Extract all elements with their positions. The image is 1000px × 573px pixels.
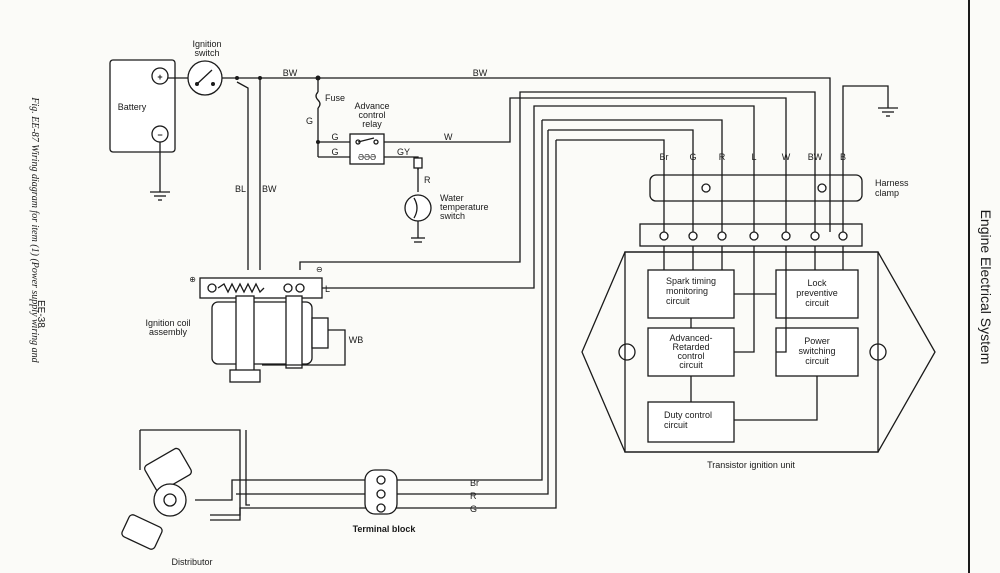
lock-label-1: Lock [807,278,827,288]
ignition-coil-assembly: ⊕ ⊖ L Ignition coil assembly [145,265,330,383]
relay-label-2: control [358,110,385,120]
harness-clamp-label-2: clamp [875,188,899,198]
wire-label-bw-top2: BW [473,68,488,78]
coil-minus-label: ⊖ [316,265,323,274]
wire-label-l-coil: L [325,284,330,294]
wire-label-r-water: R [424,175,431,185]
section-title: Engine Electrical System [978,209,994,364]
relay-coil-icon: ƏƏƏ [358,153,376,162]
coil-plus-label: ⊕ [189,275,196,284]
terminal-label-r: R [719,152,726,162]
unit-terminals [659,231,848,241]
terminal-label-b: B [840,152,846,162]
spark-label-3: circuit [666,296,690,306]
power-label-3: circuit [805,356,829,366]
adv-label-1: Advanced- [669,333,712,343]
duty-label-2: circuit [664,420,688,430]
wire-label-g-relay2: G [331,147,338,157]
adv-label-4: circuit [679,360,703,370]
terminal-label-l: L [751,152,756,162]
harness-clamp-label-1: Harness [875,178,909,188]
wire-label-bl: BL [235,184,246,194]
adv-label-2: Retarded [672,342,709,352]
distributor-label: Distributor [171,557,212,567]
ignition-switch-label-2: switch [194,48,219,58]
relay-label-1: Advance [354,101,389,111]
fuse-icon [315,78,321,157]
spark-label-2: monitoring [666,286,708,296]
distributor: Distributor [121,429,395,567]
wire-label-wb: WB [349,335,364,345]
coil-label-2: assembly [149,327,188,337]
figure-caption-area: Fig. EE-87 Wiring diagram for item (1) (… [20,0,60,573]
wire-label-w: W [444,132,453,142]
transistor-ignition-unit: Spark timing monitoring circuit Lock pre… [581,223,936,470]
water-switch-label-3: switch [440,211,465,221]
battery-ground-icon [150,142,170,201]
coil-label-1: Ignition coil [145,318,190,328]
duty-label-1: Duty control [664,410,712,420]
wire-label-g-relay1: G [331,132,338,142]
section-title-bar: Engine Electrical System [968,0,1000,573]
lock-label-2: preventive [796,288,838,298]
wire-label-gy: GY [397,147,410,157]
relay-label-3: relay [362,119,382,129]
power-label-1: Power [804,336,830,346]
fuse-label: Fuse [325,93,345,103]
power-label-2: switching [798,346,835,356]
wire-label-br-tb: Br [470,478,479,488]
terminal-label-w: W [782,152,791,162]
battery-plus-label: + [157,72,162,82]
water-switch-label-1: Water [440,193,464,203]
spark-label-1: Spark timing [666,276,716,286]
adv-label-3: control [677,351,704,361]
terminal-label-br: Br [660,152,669,162]
battery-minus-label: − [157,130,162,140]
lock-label-3: circuit [805,298,829,308]
ignition-switch-label-1: Ignition [192,39,221,49]
terminal-block-label: Terminal block [353,524,417,534]
terminal-label-g: G [689,152,696,162]
wire-label-g-fuse: G [306,116,313,126]
terminal-label-bw: BW [808,152,823,162]
ignition-switch: Ignition switch [187,39,223,96]
advance-control-relay: ƏƏƏ Advance control relay [349,101,390,165]
wire-label-bw-down: BW [262,184,277,194]
unit-ground-icon [842,85,898,232]
water-switch-label-2: temperature [440,202,489,212]
unit-label: Transistor ignition unit [707,460,795,470]
harness-clamp: Harness clamp [649,174,909,202]
battery: + − Battery [109,59,176,153]
battery-label: Battery [118,102,147,112]
wire-label-g-tb: G [470,504,477,514]
unit-terminal-labels: Br G R L W BW B [660,152,847,162]
page-number: EE-38 [35,300,46,328]
wire-label-bw-top1: BW [283,68,298,78]
water-temperature-switch: Water temperature switch [404,193,489,243]
wire-label-r-tb: R [470,491,477,501]
terminal-block: Terminal block [353,469,417,534]
